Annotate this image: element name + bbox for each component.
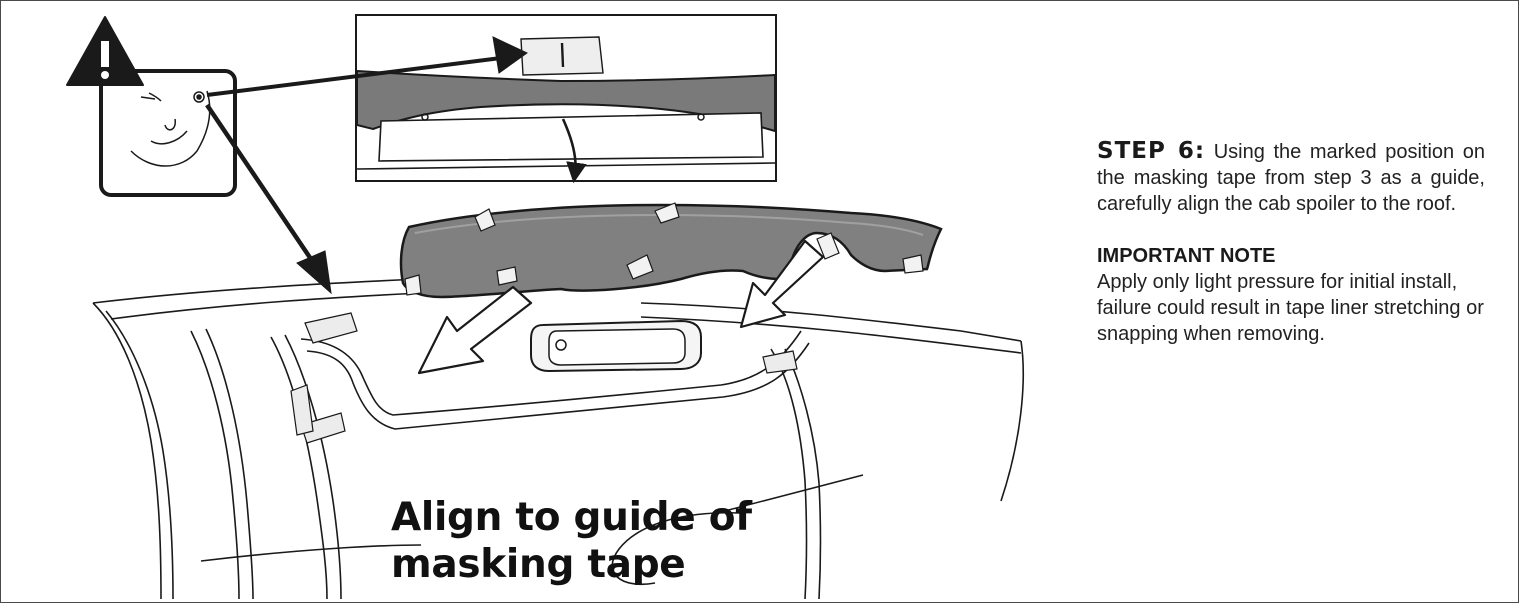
- callout-leader-line: [716, 474, 864, 514]
- step-label: STEP 6:: [1097, 138, 1206, 164]
- truck-cab-roof: [92, 278, 1025, 600]
- spoiler-install-illustration: [66, 1, 1025, 600]
- sight-line-arrows: [205, 36, 528, 295]
- important-note-heading: IMPORTANT NOTE: [1097, 245, 1276, 267]
- detail-inset: [355, 14, 777, 184]
- step-text: Using the marked position on the masking…: [1097, 141, 1485, 215]
- callout-line-1: Align to guide of: [391, 495, 752, 540]
- masking-tape-pieces: [290, 312, 798, 444]
- callout-line-2: masking tape: [391, 542, 686, 587]
- important-note-text: Apply only light pressure for initial in…: [1097, 271, 1484, 345]
- callout-label: Align to guide of masking tape: [391, 494, 752, 588]
- third-brake-light: [530, 319, 702, 373]
- placement-arrows: [417, 239, 825, 375]
- eye-warning-box: [66, 1, 237, 197]
- step-paragraph: STEP 6: Using the marked position on the…: [1097, 138, 1485, 217]
- cab-spoiler: [399, 202, 943, 299]
- instructions-panel: STEP 6: Using the marked position on the…: [1097, 138, 1485, 347]
